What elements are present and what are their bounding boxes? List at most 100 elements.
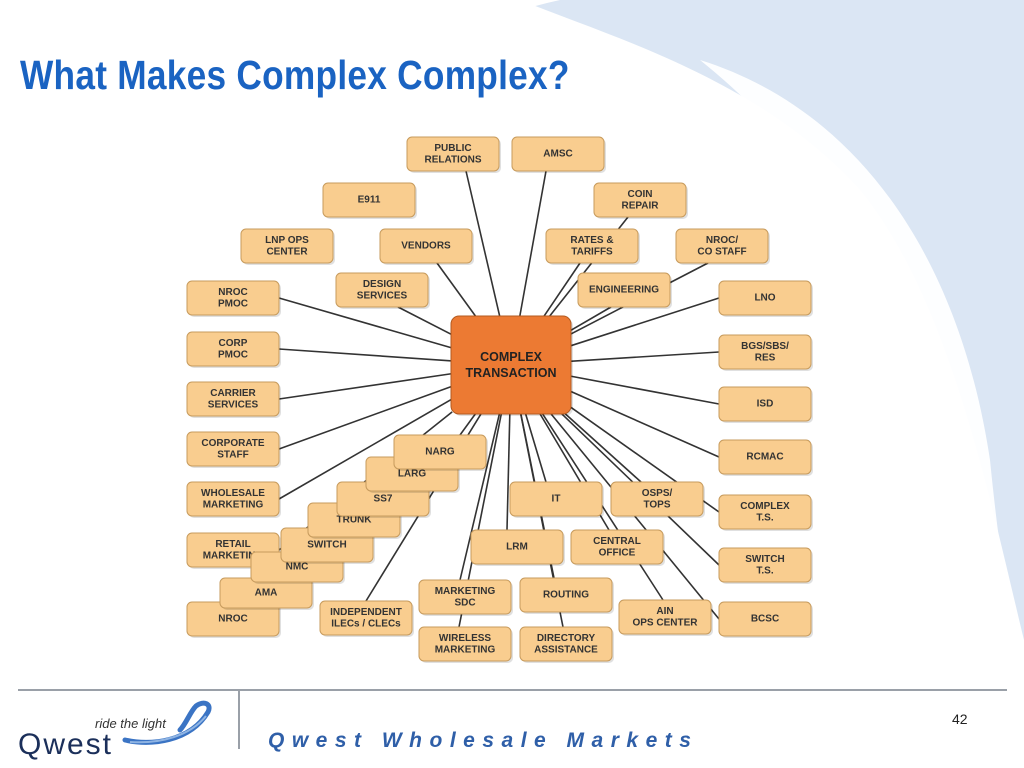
node-label-line-1: RELATIONS: [424, 154, 481, 165]
node-label-line-1: CENTER: [266, 246, 308, 257]
node-label-line-0: CENTRAL: [593, 536, 641, 547]
connector-amsc: [518, 170, 547, 318]
node-label-line-0: TRUNK: [337, 515, 373, 526]
node-label-line-0: NROC: [218, 614, 247, 625]
node-label-line-0: ISD: [757, 399, 774, 410]
node-label-line-0: RETAIL: [215, 539, 250, 550]
node-label-line-0: IT: [552, 494, 561, 505]
connector-it: [524, 412, 547, 483]
node-label-line-0: CORP: [219, 338, 248, 349]
node-label-line-1: ASSISTANCE: [534, 644, 598, 655]
node-label-line-1: T.S.: [756, 565, 773, 576]
node-nroc-co-staff: NROC/CO STAFF: [675, 228, 770, 265]
connector-osps-tops: [563, 412, 642, 483]
node-label-line-0: LNO: [754, 293, 775, 304]
logo-tagline: ride the light: [95, 716, 166, 731]
node-label-line-0: SS7: [374, 494, 393, 505]
node-label-line-0: ENGINEERING: [589, 285, 659, 296]
center-label-line-1: TRANSACTION: [466, 366, 557, 380]
node-label-line-0: LNP OPS: [265, 235, 309, 246]
node-rcmac: RCMAC: [718, 439, 813, 476]
qwest-logo: Qwest: [18, 728, 114, 761]
node-label-line-0: BGS/SBS/: [741, 341, 789, 352]
node-label-line-1: PMOC: [218, 349, 248, 360]
node-label-line-1: RES: [755, 352, 776, 363]
node-it: IT: [509, 481, 604, 518]
node-label-line-1: SDC: [454, 597, 475, 608]
connector-isd: [569, 375, 720, 405]
node-label-line-1: SERVICES: [208, 399, 259, 410]
node-label-line-1: STAFF: [217, 449, 248, 460]
node-label-line-1: TARIFFS: [571, 246, 613, 257]
node-label-line-1: REPAIR: [621, 200, 659, 211]
node-label-line-1: MARKETING: [203, 499, 264, 510]
node-label-line-0: OSPS/: [642, 488, 673, 499]
node-label-line-0: RCMAC: [746, 452, 783, 463]
node-bgs-sbs-res: BGS/SBS/RES: [718, 334, 813, 371]
connector-bgs-sbs-res: [569, 351, 720, 363]
node-rates-tariffs: RATES &TARIFFS: [545, 228, 640, 265]
center-label-line-0: COMPLEX: [480, 350, 542, 364]
node-label-line-0: NARG: [425, 447, 455, 458]
node-lrm: LRM: [470, 529, 565, 566]
node-routing: ROUTING: [519, 577, 614, 614]
connector-engineering: [569, 306, 612, 332]
qwest-logo-swoosh-icon: [122, 700, 212, 745]
connector-wholesale-marketing: [278, 398, 453, 500]
connector-rcmac: [569, 390, 720, 458]
node-label-line-0: BCSC: [751, 614, 779, 625]
node-label-line-0: AMA: [255, 588, 278, 599]
node-bcsc: BCSC: [718, 601, 813, 638]
node-e911: E911: [322, 182, 417, 219]
node-label-line-0: CORPORATE: [201, 438, 264, 449]
node-label-line-1: SERVICES: [357, 290, 408, 301]
node-label-line-0: ROUTING: [543, 590, 589, 601]
node-label-line-1: PMOC: [218, 298, 248, 309]
node-label-line-0: LARG: [398, 469, 427, 480]
node-narg: NARG: [393, 434, 488, 471]
node-label-line-0: DESIGN: [363, 279, 401, 290]
connector-corp-pmoc: [278, 348, 453, 362]
node-label-line-1: OFFICE: [599, 547, 636, 558]
node-label-line-0: AMSC: [543, 149, 572, 160]
center-node-complex-transaction: COMPLEX TRANSACTION: [450, 315, 573, 416]
node-label-line-0: INDEPENDENT: [330, 607, 402, 618]
node-label-line-0: SWITCH: [307, 540, 346, 551]
connector-corporate-staff: [278, 385, 453, 450]
node-label-line-1: CO STAFF: [697, 246, 746, 257]
node-vendors: VENDORS: [379, 228, 474, 265]
node-label-line-1: OPS CENTER: [632, 617, 698, 628]
node-label-line-1: MARKETING: [203, 550, 264, 561]
node-label-line-0: NROC: [218, 287, 247, 298]
connector-narg: [459, 412, 477, 436]
node-label-line-0: COMPLEX: [740, 501, 790, 512]
node-label-line-0: RATES &: [570, 235, 613, 246]
node-label-line-0: PUBLIC: [434, 143, 471, 154]
node-label-line-0: NROC/: [706, 235, 738, 246]
connector-public-relations: [465, 170, 501, 318]
node-label-line-0: E911: [358, 195, 381, 206]
footer-divider: [18, 689, 1007, 691]
footer-division-text: Qwest Wholesale Markets: [268, 729, 699, 752]
node-nroc: NROC: [186, 601, 281, 638]
connector-marketing-sdc: [459, 412, 501, 581]
connector-carrier-services: [278, 372, 453, 400]
connector-lno: [569, 297, 720, 347]
node-label-line-0: AIN: [656, 606, 673, 617]
